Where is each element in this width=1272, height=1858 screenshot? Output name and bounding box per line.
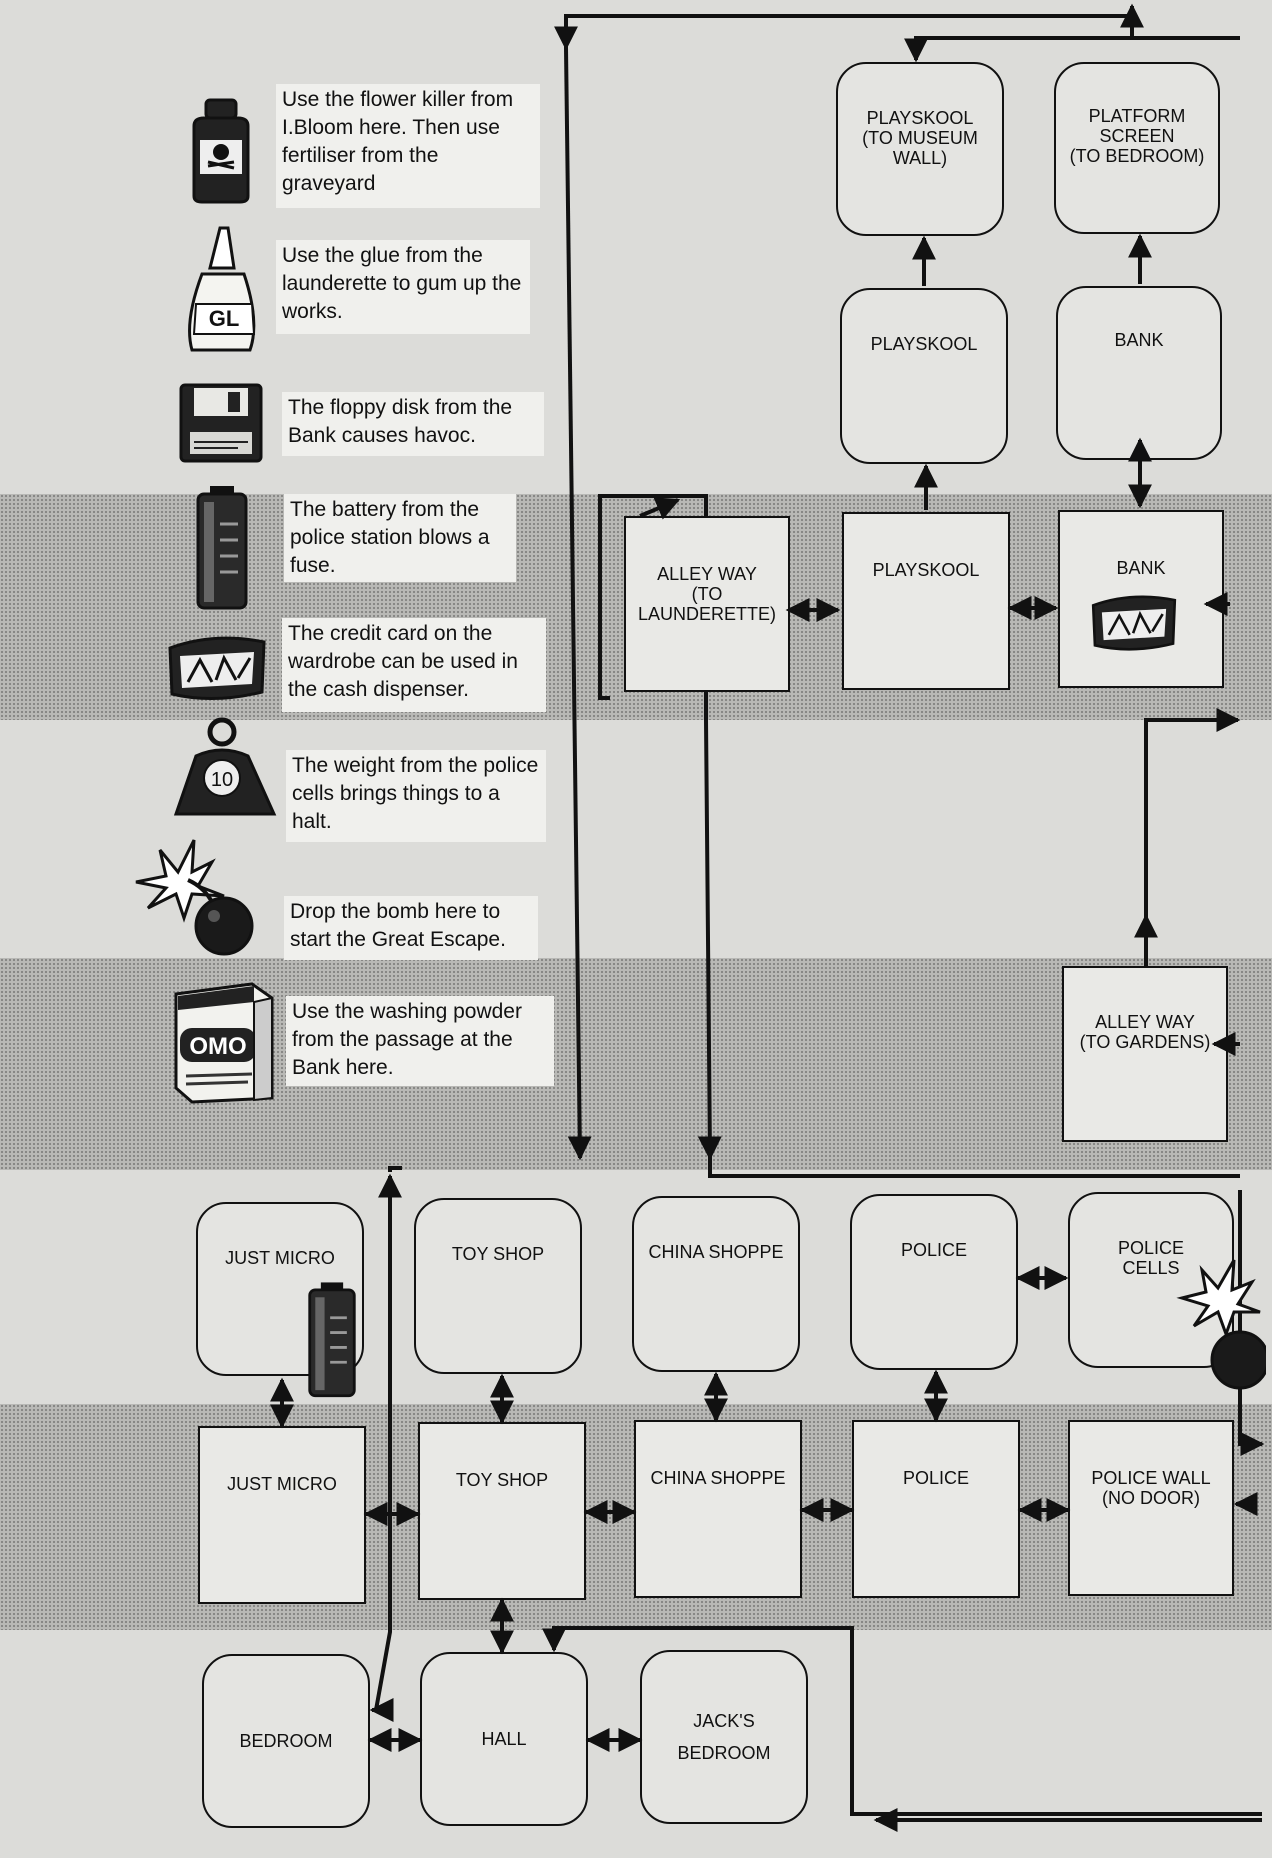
connector-top-loop bbox=[566, 16, 1132, 48]
connector-shop-trunk-top bbox=[390, 1168, 402, 1172]
floppy-disk-icon bbox=[178, 382, 264, 464]
connector-jacks-loop bbox=[554, 1628, 1262, 1814]
credit-card-icon bbox=[1086, 588, 1182, 654]
weight-icon: 10 bbox=[166, 716, 282, 820]
bomb-icon bbox=[126, 832, 266, 956]
connector-lines bbox=[282, 6, 1262, 1820]
connector-bottom-street bbox=[710, 1158, 1240, 1176]
arrow-gardens-right bbox=[1146, 720, 1238, 730]
svg-text:OMO: OMO bbox=[189, 1033, 246, 1060]
battery-icon bbox=[306, 1276, 358, 1404]
credit-card-icon bbox=[164, 628, 270, 704]
connector-alley-loop bbox=[600, 496, 706, 698]
washing-powder-icon: OMO bbox=[172, 980, 276, 1104]
battery-icon bbox=[194, 484, 250, 612]
connector-left-trunk bbox=[566, 48, 580, 1158]
bomb-icon bbox=[1176, 1248, 1266, 1394]
glue-tube-icon: GL bbox=[180, 222, 266, 358]
poison-bottle-icon bbox=[186, 96, 256, 206]
connector-right-top bbox=[916, 38, 1240, 60]
connector-shop-trunk bbox=[376, 1180, 390, 1710]
svg-text:GL: GL bbox=[209, 306, 240, 331]
svg-text:10: 10 bbox=[211, 769, 233, 791]
connector-alley-down bbox=[706, 692, 710, 1158]
arrow-alley-loop-head bbox=[640, 500, 678, 516]
